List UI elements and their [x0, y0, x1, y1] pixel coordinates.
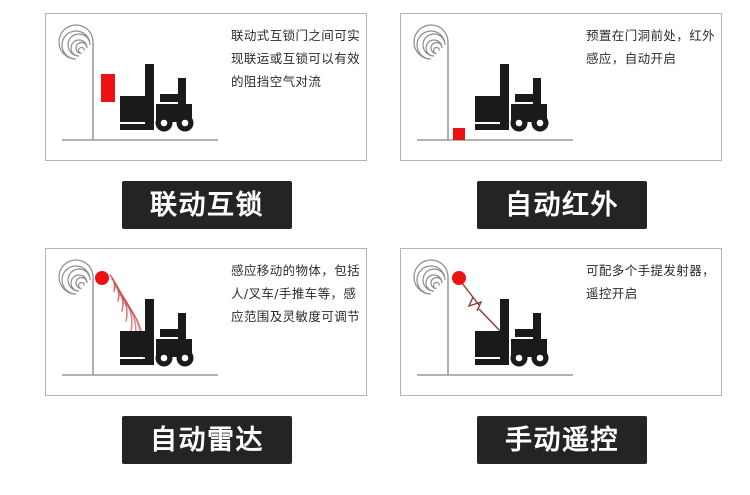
forklift-wheel-rear-hub [515, 119, 523, 127]
forklift-mast [145, 299, 154, 365]
auto-infrared-scene-svg [413, 24, 573, 141]
rolling-door-icon [58, 24, 94, 60]
illustration-auto-infrared [407, 18, 583, 158]
rolling-door-icon [413, 24, 449, 60]
panel-caption-auto-radar: 感应移动的物体，包括人/叉车/手推车等，感应范围及灵敏度可调节 [231, 263, 361, 325]
forklift-load [120, 331, 145, 357]
forklift-mast [500, 299, 509, 365]
forklift-mast [500, 64, 509, 130]
rolling-door-icon [413, 259, 449, 295]
forklift-mast [145, 64, 154, 130]
panel-caption-interlock: 联动式互锁门之间可实现联运或互锁可以有效的阻挡空气对流 [231, 28, 361, 90]
feature-cell-auto-radar: 感应移动的物体，包括人/叉车/手推车等，感应范围及灵敏度可调节 自动雷达 [30, 240, 385, 477]
feature-banner-label-interlock: 联动互锁 [150, 189, 264, 221]
forklift-fork [120, 359, 147, 365]
feature-banner-auto-radar[interactable]: 自动雷达 [122, 416, 292, 464]
forklift-seat-back [178, 313, 186, 339]
feature-banner-label-auto-radar: 自动雷达 [150, 424, 264, 456]
forklift-wheel-front-hub [536, 354, 544, 362]
forklift-icon [120, 64, 194, 132]
feature-cell-interlock: 联动式互锁门之间可实现联运或互锁可以有效的阻挡空气对流 联动互锁 [30, 5, 385, 242]
interlock-scene-svg [58, 24, 218, 141]
illustration-manual-remote [407, 253, 583, 393]
panel-caption-manual-remote: 可配多个手提发射器，遥控开启 [586, 263, 716, 302]
rolling-door-icon [58, 259, 94, 295]
forklift-wheel-front-hub [536, 119, 544, 127]
forklift-load [475, 96, 500, 122]
forklift-icon [120, 299, 194, 367]
feature-cell-manual-remote: 可配多个手提发射器，遥控开启 手动遥控 [385, 240, 740, 477]
illustration-panel-auto-infrared: 预置在门洞前处，红外感应，自动开启 [400, 13, 722, 161]
forklift-load [120, 96, 145, 122]
panel-caption-auto-infrared: 预置在门洞前处，红外感应，自动开启 [586, 28, 716, 67]
feature-cell-auto-infrared: 预置在门洞前处，红外感应，自动开启 自动红外 [385, 5, 740, 242]
forklift-seat-back [533, 313, 541, 339]
forklift-seat-back [178, 78, 186, 104]
illustration-auto-radar [52, 253, 228, 393]
forklift-seat [515, 329, 537, 337]
forklift-seat [160, 94, 182, 102]
lightning-signal-icon [461, 282, 503, 334]
forklift-seat [160, 329, 182, 337]
auto-radar-scene-svg [58, 259, 218, 376]
feature-banner-auto-infrared[interactable]: 自动红外 [477, 181, 647, 229]
forklift-fork [475, 359, 502, 365]
feature-banner-label-auto-infrared: 自动红外 [505, 189, 619, 221]
manual-remote-scene-svg [413, 259, 573, 376]
remote-emitter-dot [452, 271, 466, 285]
forklift-wheel-rear-hub [515, 354, 523, 362]
illustration-interlock [52, 18, 228, 158]
forklift-fork [475, 124, 502, 130]
forklift-fork [120, 124, 147, 130]
forklift-icon [475, 299, 549, 367]
forklift-wheel-front-hub [181, 354, 189, 362]
forklift-wheel-rear-hub [160, 354, 168, 362]
feature-banner-interlock[interactable]: 联动互锁 [122, 181, 292, 229]
feature-banner-manual-remote[interactable]: 手动遥控 [477, 416, 647, 464]
forklift-seat [515, 94, 537, 102]
forklift-seat-back [533, 78, 541, 104]
forklift-load [475, 331, 500, 357]
red-square-floor-sensor-icon [453, 128, 465, 140]
red-rectangle-sensor-icon [101, 74, 115, 102]
forklift-wheel-front-hub [181, 119, 189, 127]
illustration-panel-manual-remote: 可配多个手提发射器，遥控开启 [400, 248, 722, 396]
forklift-icon [475, 64, 549, 132]
illustration-panel-auto-radar: 感应移动的物体，包括人/叉车/手推车等，感应范围及灵敏度可调节 [45, 248, 367, 396]
feature-banner-label-manual-remote: 手动遥控 [505, 424, 619, 456]
forklift-wheel-rear-hub [160, 119, 168, 127]
illustration-panel-interlock: 联动式互锁门之间可实现联运或互锁可以有效的阻挡空气对流 [45, 13, 367, 161]
radar-emitter-dot [95, 271, 109, 285]
